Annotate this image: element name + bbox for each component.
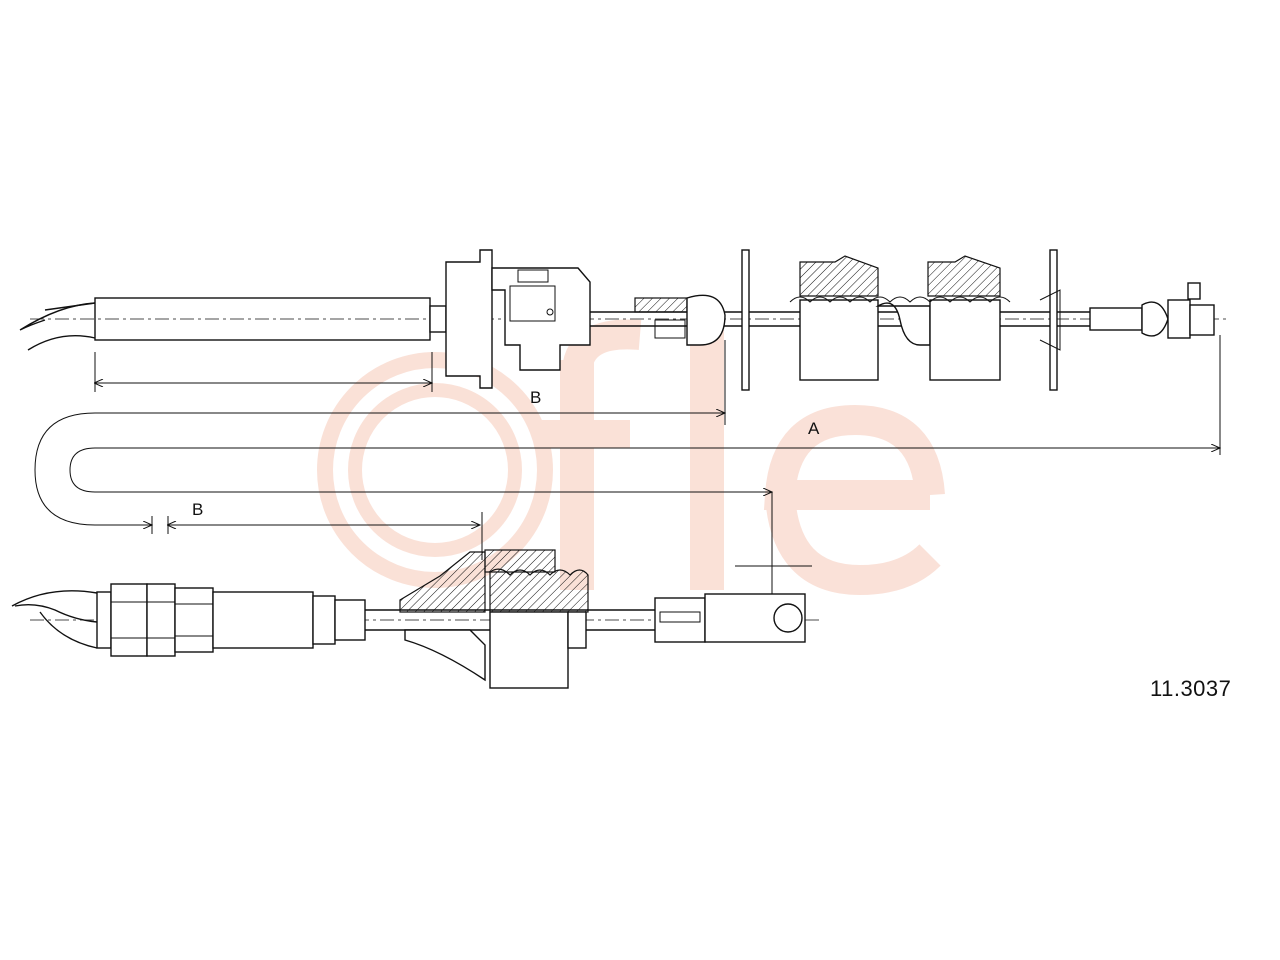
watermark-letter-f-hook [562,319,642,373]
top-adjuster-body-1 [799,299,879,381]
top-rubber-boot [875,302,931,346]
bottom-boot-shoulder [567,611,587,649]
bottom-hex-nut-2 [146,583,176,657]
watermark-letter-e [763,404,945,596]
top-plate-right-tab [1039,289,1061,351]
top-end-ferrule [1141,301,1169,337]
dim-a-loop [34,412,150,526]
bottom-end-shank [654,597,706,643]
watermark-letter-f-bar [540,420,630,448]
bottom-ferrule [96,591,112,649]
top-assembly [19,249,1230,391]
top-bracket-window [509,285,556,322]
top-cable-break [19,302,96,351]
bottom-sleeve [212,591,314,649]
bottom-cable-tail [39,611,98,649]
dim-b-top-label: B [530,388,541,407]
top-bracket-clip [517,269,549,283]
top-end-threaded [1089,307,1143,331]
dim-a-loop-inner [69,447,770,493]
bottom-boot-body [489,611,569,689]
bottom-cone-lower [404,629,486,682]
top-bracket-rivet [546,308,554,316]
bottom-end-slot [659,611,701,623]
top-cable-upper [44,302,96,311]
top-plate-left [741,249,750,391]
watermark-text: cofle [0,0,700,64]
top-adjuster-teeth-1 [789,296,931,303]
part-number: 11.3037 [1150,676,1232,701]
top-end-cap [1189,304,1215,336]
top-grommet [445,249,493,389]
top-end-tip [1187,282,1201,300]
bottom-sleeve-cap [334,599,366,641]
top-spring [634,297,688,313]
watermark-letter-l [690,330,724,590]
bottom-assembly [11,549,820,689]
bottom-thread-block [174,587,214,653]
top-bracket [491,267,591,371]
bottom-end-eye-block [704,593,806,643]
top-adjuster-body-2 [929,299,1001,381]
watermark-ring-inner [348,383,522,557]
top-damper-sleeve [654,319,686,339]
top-flange [429,305,447,333]
bottom-cable-break [11,590,98,623]
watermark-letter-f [560,360,594,590]
bottom-boot-ribs [489,568,589,613]
dim-b-bottom-label: B [192,500,203,519]
bottom-boot-collar [484,549,556,573]
top-adjuster-nut-2 [927,255,1001,297]
top-adjuster-teeth-2 [929,296,1011,303]
top-adjuster-nut-1 [799,255,879,297]
top-damper [686,294,726,346]
brand-watermark: cofle [0,0,945,596]
dimensions: B A B [34,335,1220,600]
bottom-sleeve-end [312,595,336,645]
dim-a-label: A [808,419,820,438]
bottom-hex-nut-1 [110,583,148,657]
top-plate-right [1049,249,1058,391]
bottom-end-eye-hole [773,603,803,633]
top-end-nut [1167,299,1191,339]
